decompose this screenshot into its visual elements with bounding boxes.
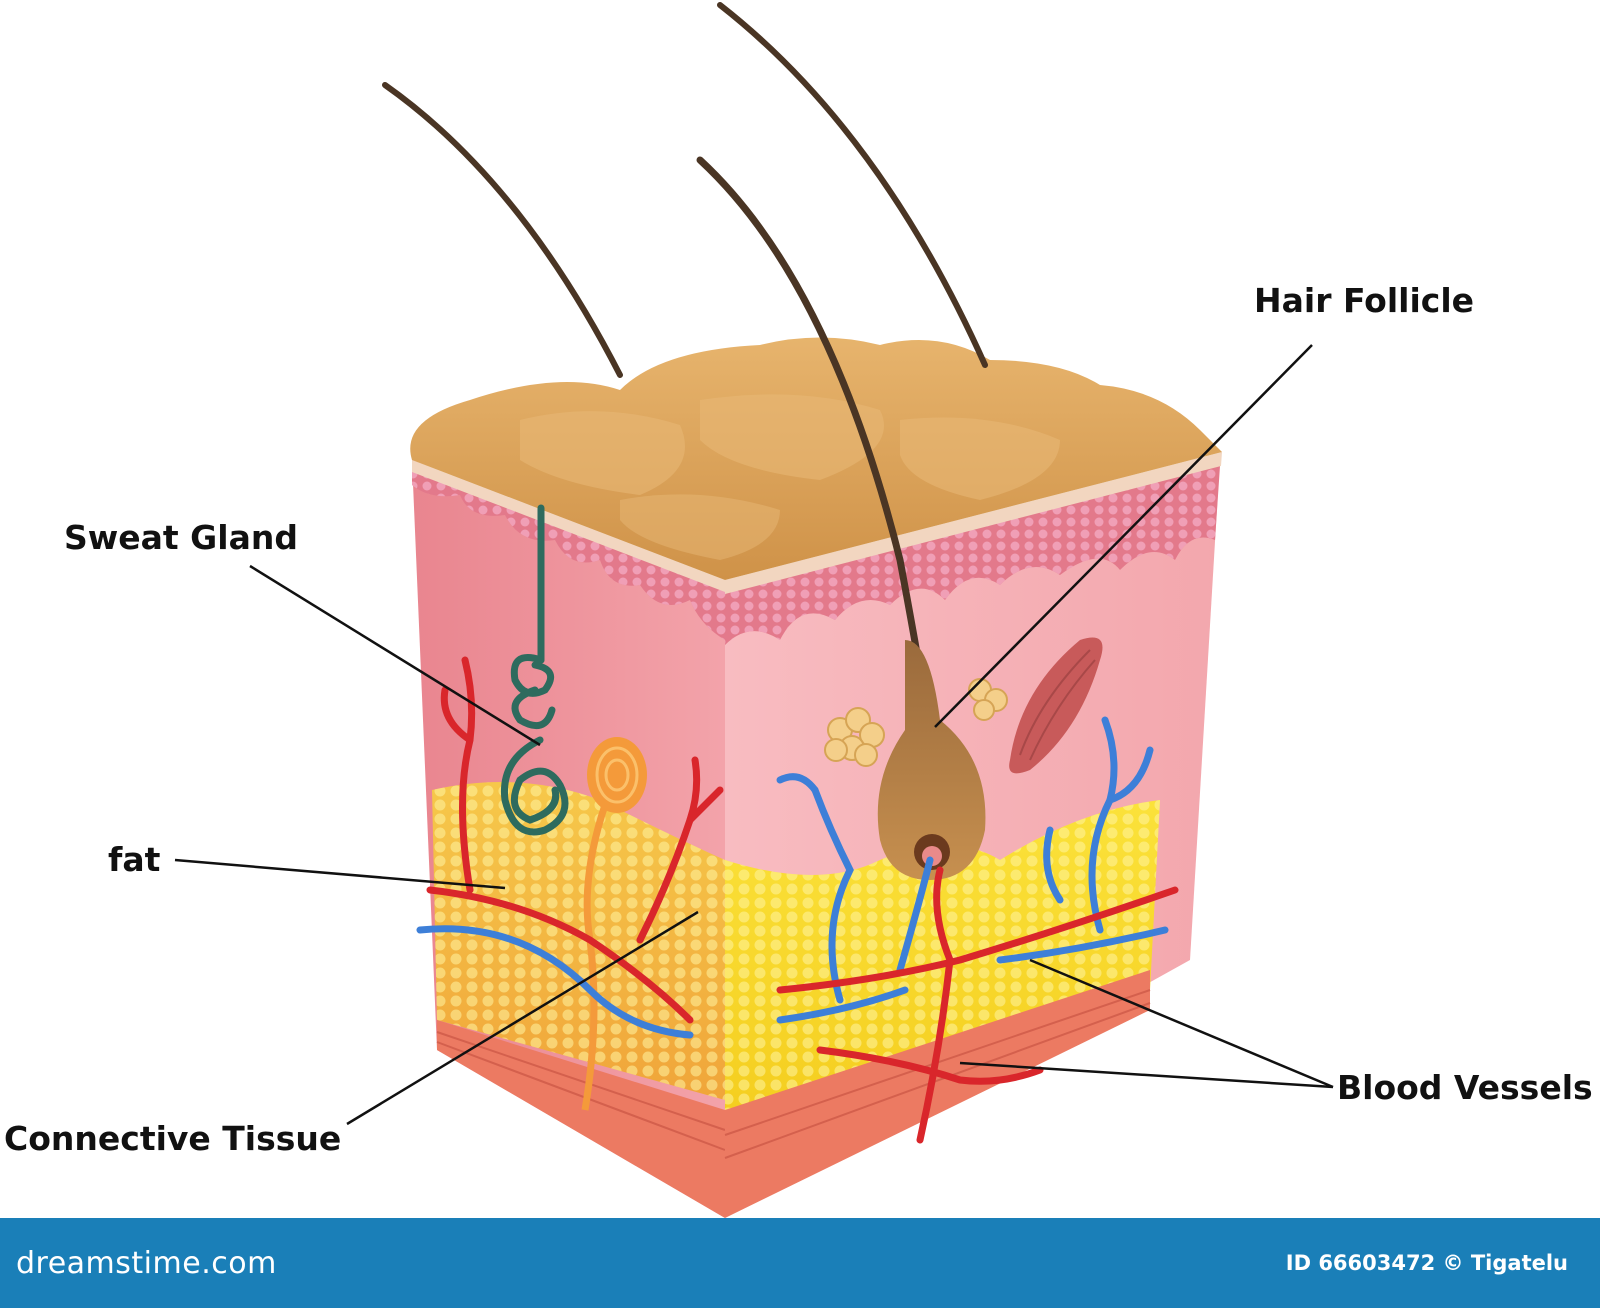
blood-vessels-arteries [426, 656, 1179, 1144]
leader-line-sweat-gland [249, 564, 541, 747]
stock-footer-bar: dreamstime.com ID 66603472 © Tigatelu [0, 1218, 1600, 1308]
leader-line-hair-follicle [934, 344, 1313, 728]
skin-cross-section-diagram: Hair Follicle Sweat Gland fat Connective… [4, 2, 1593, 1218]
skin-block-top-epidermis [410, 337, 1222, 580]
label-fat: fat [108, 840, 161, 879]
label-hair-follicle: Hair Follicle [1254, 281, 1474, 320]
leader-lines [174, 344, 1334, 1126]
stock-brand-text: dreamstime.com [16, 1245, 277, 1281]
stock-id-text: ID 66603472 © Tigatelu [1285, 1251, 1568, 1275]
hair-follicle [824, 637, 1103, 880]
leader-line-connective-tissue [346, 910, 699, 1126]
sweat-gland [500, 504, 569, 836]
leader-line-fat [174, 858, 506, 890]
label-sweat-gland: Sweat Gland [64, 518, 298, 557]
blood-vessels-veins [416, 716, 1169, 1039]
leader-line-blood-vessels-2 [959, 1061, 1334, 1089]
leader-line-blood-vessels-1 [1029, 958, 1334, 1089]
hair-shafts [382, 2, 988, 704]
label-connective-tissue: Connective Tissue [4, 1119, 341, 1158]
skin-block-left-face [412, 460, 726, 1218]
label-blood-vessels: Blood Vessels [1337, 1068, 1593, 1107]
